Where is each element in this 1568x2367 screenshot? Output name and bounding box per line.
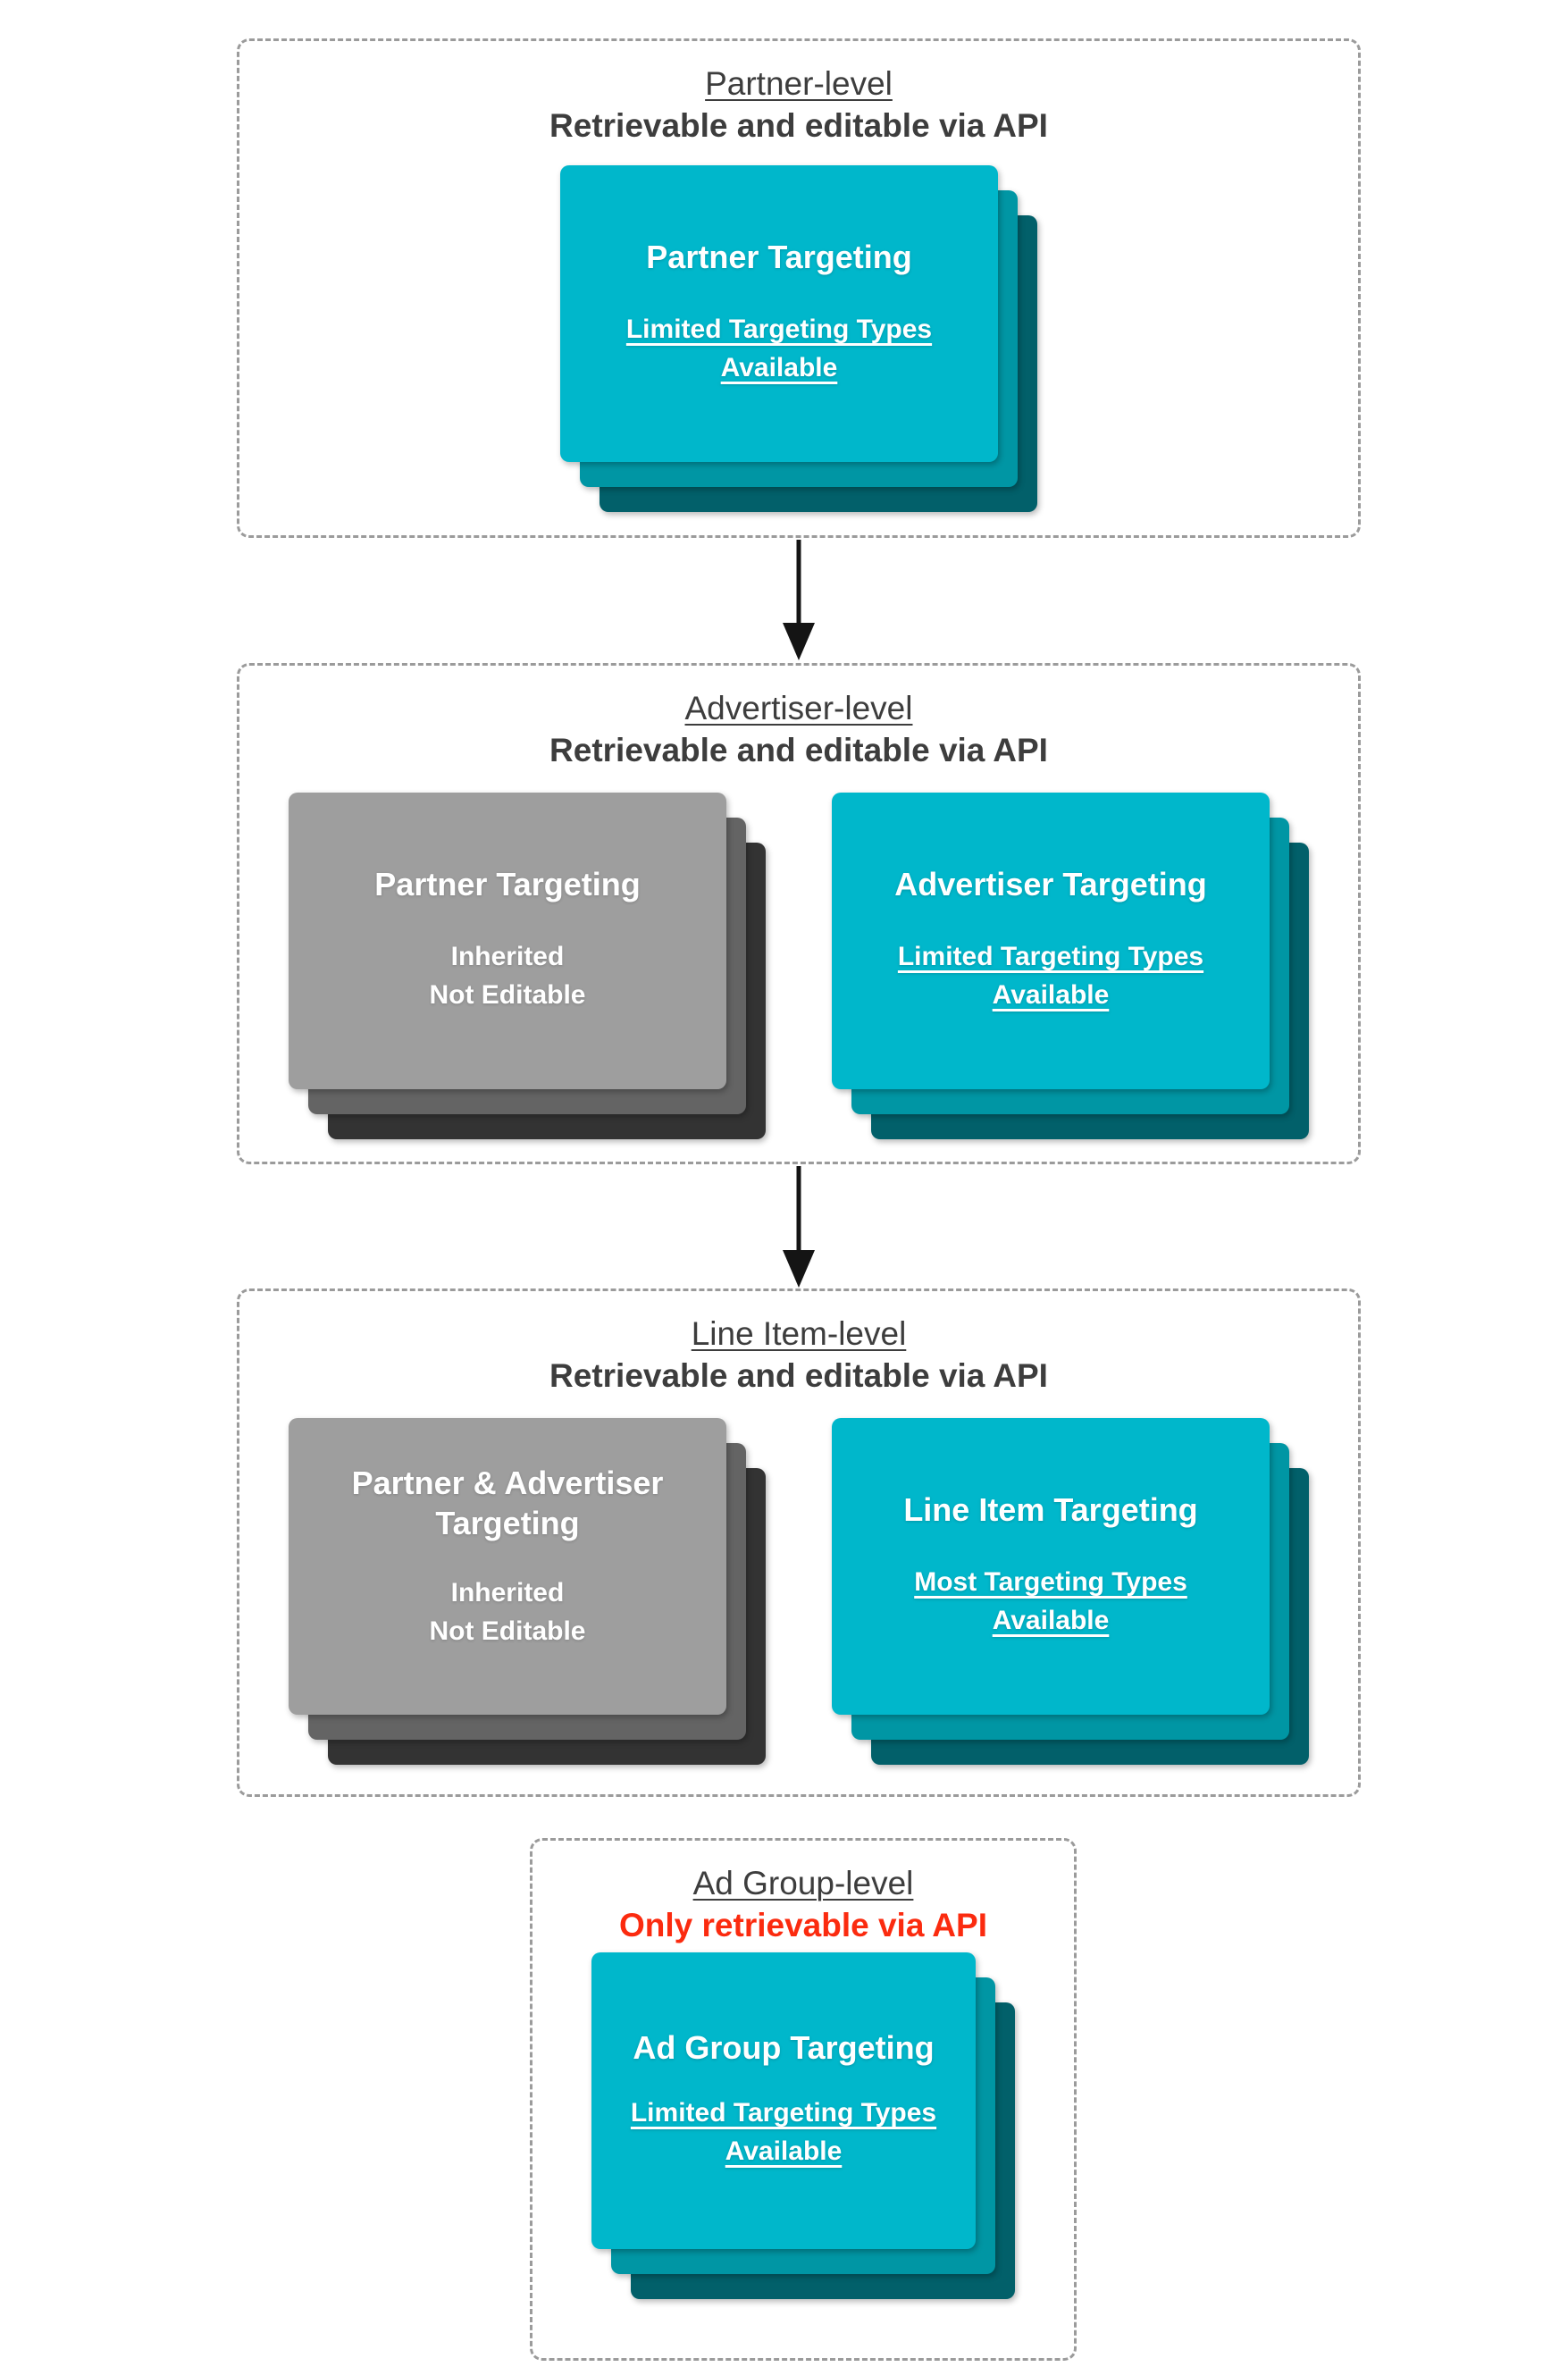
- card-partner-advertiser-targeting: Partner & Advertiser Targeting Inherited…: [289, 1417, 726, 1715]
- card-subtitle-line: Inherited: [450, 942, 565, 972]
- section-ad-group-title-block: Ad Group-level Only retrievable via API: [532, 1841, 1074, 1947]
- card-subtitle-line: Most Targeting Types: [914, 1567, 1187, 1598]
- card-subtitle-line: Not Editable: [429, 1616, 586, 1646]
- arrow-head: [783, 623, 815, 660]
- section-advertiser-title-block: Advertiser-level Retrievable and editabl…: [239, 666, 1358, 772]
- section-subtitle: Retrievable and editable via API: [549, 107, 1048, 145]
- section-title: Ad Group-level: [692, 1865, 914, 1901]
- section-line-item-title-block: Line Item-level Retrievable and editable…: [239, 1291, 1358, 1398]
- card-heading: Ad Group Targeting: [633, 2028, 935, 2066]
- card-subtitle-line: Limited Targeting Types: [630, 2098, 937, 2128]
- card-heading: Partner Targeting: [646, 238, 912, 275]
- section-partner-title-block: Partner-level Retrievable and editable v…: [239, 41, 1358, 147]
- section-line-item-level: Line Item-level Retrievable and editable…: [237, 1288, 1361, 1797]
- card-heading: Partner & Advertiser Targeting: [351, 1464, 664, 1542]
- card-subtitle-line: Available: [992, 980, 1110, 1011]
- card-stack-partner-targeting-inherited: Partner Targeting Inherited Not Editable: [289, 792, 766, 1141]
- card-row: Partner Targeting Inherited Not Editable…: [239, 792, 1358, 1141]
- card-row: Ad Group Targeting Limited Targeting Typ…: [532, 1952, 1074, 2301]
- card-subtitle: Most Targeting Types Available: [914, 1564, 1187, 1640]
- arrow-down-icon: [783, 1166, 815, 1288]
- card-subtitle-line: Not Editable: [429, 980, 586, 1011]
- section-subtitle: Retrievable and editable via API: [549, 1357, 1048, 1395]
- card-stack-line-item-targeting: Line Item Targeting Most Targeting Types…: [832, 1417, 1309, 1767]
- card-ad-group-targeting: Ad Group Targeting Limited Targeting Typ…: [591, 1952, 976, 2249]
- section-subtitle: Only retrievable via API: [619, 1907, 987, 1944]
- card-stack-partner-advertiser-targeting: Partner & Advertiser Targeting Inherited…: [289, 1417, 766, 1767]
- card-subtitle-line: Limited Targeting Types: [897, 942, 1204, 972]
- card-subtitle-line: Available: [720, 353, 838, 383]
- card-subtitle: Limited Targeting Types Available: [626, 311, 932, 387]
- section-subtitle: Retrievable and editable via API: [549, 732, 1048, 769]
- card-subtitle-line: Inherited: [450, 1578, 565, 1608]
- section-title: Partner-level: [705, 65, 893, 102]
- card-subtitle-line: Available: [725, 2136, 843, 2167]
- arrow-down-icon: [783, 540, 815, 660]
- card-heading: Advertiser Targeting: [894, 865, 1207, 902]
- card-line-item-targeting: Line Item Targeting Most Targeting Types…: [832, 1417, 1270, 1715]
- section-advertiser-level: Advertiser-level Retrievable and editabl…: [237, 663, 1361, 1164]
- arrow-shaft: [796, 540, 801, 626]
- card-partner-targeting-inherited: Partner Targeting Inherited Not Editable: [289, 792, 726, 1089]
- card-stack-partner-targeting: Partner Targeting Limited Targeting Type…: [560, 164, 1037, 514]
- card-advertiser-targeting: Advertiser Targeting Limited Targeting T…: [832, 792, 1270, 1089]
- card-subtitle: Limited Targeting Types Available: [898, 938, 1203, 1014]
- section-ad-group-level: Ad Group-level Only retrievable via API …: [530, 1838, 1077, 2361]
- card-subtitle-line: Limited Targeting Types: [625, 315, 933, 345]
- section-title: Line Item-level: [691, 1315, 907, 1352]
- card-heading: Partner Targeting: [374, 865, 641, 902]
- card-stack-ad-group-targeting: Ad Group Targeting Limited Targeting Typ…: [591, 1952, 1015, 2301]
- card-subtitle: Inherited Not Editable: [429, 938, 585, 1014]
- section-title: Advertiser-level: [684, 690, 913, 726]
- section-partner-level: Partner-level Retrievable and editable v…: [237, 38, 1361, 538]
- card-row: Partner Targeting Limited Targeting Type…: [239, 164, 1358, 514]
- arrow-head: [783, 1250, 815, 1288]
- card-subtitle-line: Available: [992, 1606, 1110, 1636]
- card-partner-targeting: Partner Targeting Limited Targeting Type…: [560, 164, 998, 462]
- arrow-shaft: [796, 1166, 801, 1254]
- card-heading: Line Item Targeting: [903, 1490, 1198, 1528]
- card-stack-advertiser-targeting: Advertiser Targeting Limited Targeting T…: [832, 792, 1309, 1141]
- card-row: Partner & Advertiser Targeting Inherited…: [239, 1417, 1358, 1767]
- card-subtitle: Inherited Not Editable: [429, 1574, 585, 1650]
- card-subtitle: Limited Targeting Types Available: [631, 2094, 936, 2170]
